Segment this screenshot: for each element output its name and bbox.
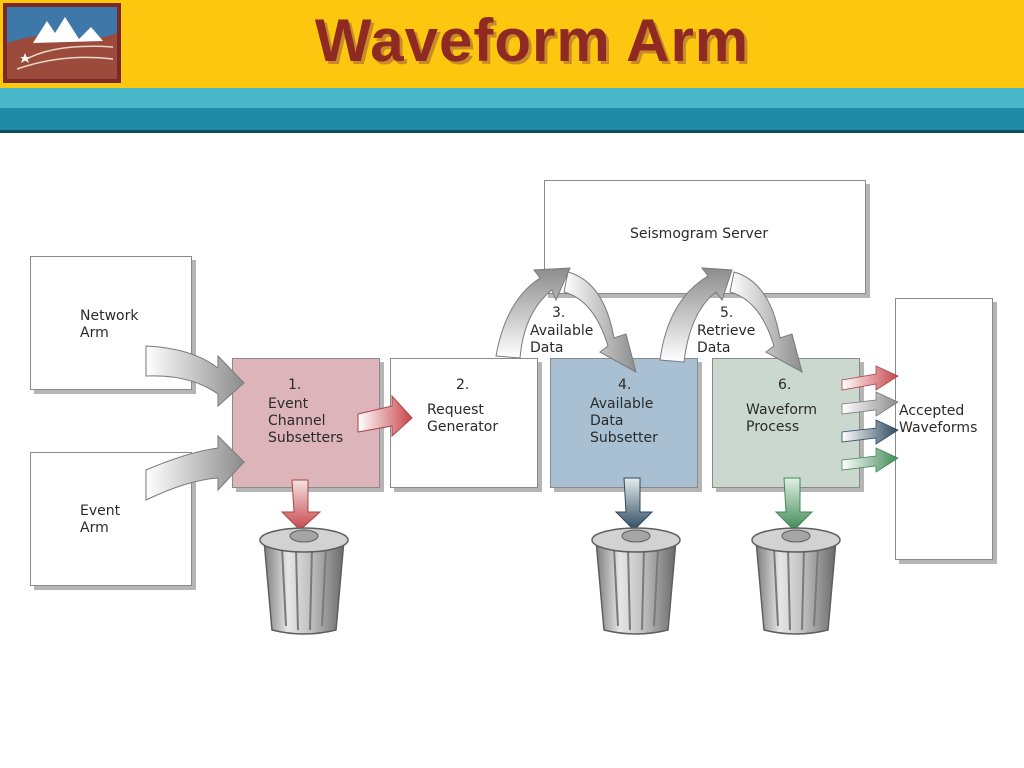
step1-label: Event Channel Subsetters: [268, 396, 344, 446]
step6-number: 6.: [778, 377, 792, 393]
trash-can-icon: [751, 527, 841, 635]
trash-can-icon: [591, 527, 681, 635]
step3-number: 3.: [552, 305, 566, 321]
event-arm-arrow: [145, 434, 245, 501]
header-band-line: [0, 130, 1024, 133]
discard-arrow-green: [774, 477, 814, 531]
network-arm-arrow: [145, 345, 245, 408]
accepted-arrow-green: [841, 447, 899, 473]
step5-label: Retrieve Data: [697, 323, 756, 356]
step5-number: 5.: [720, 305, 734, 321]
step1-number: 1.: [288, 377, 302, 393]
header-band-dark: [0, 108, 1024, 130]
seismogram-server-label: Seismogram Server: [630, 226, 769, 242]
retrieve-data-request-arrow: [659, 267, 733, 363]
step2-label: Request Generator: [427, 402, 499, 435]
subsetter-to-generator-arrow: [357, 394, 413, 438]
step4-label: Available Data Subsetter: [590, 396, 658, 446]
step6-label: Waveform Process: [746, 402, 818, 435]
network-arm-label: Network Arm: [80, 308, 139, 341]
step3-label: Available Data: [530, 323, 594, 356]
available-data-return-arrow: [563, 271, 637, 374]
discard-arrow-red: [280, 479, 322, 531]
accepted-arrow-red: [841, 365, 899, 391]
seismogram-server-box: [544, 180, 866, 294]
slide-header: [0, 0, 1024, 88]
step2-number: 2.: [456, 377, 470, 393]
accepted-arrow-gray: [841, 391, 899, 417]
mountain-logo-icon: [3, 3, 121, 83]
event-arm-label: Event Arm: [80, 503, 121, 536]
accepted-waveforms-box: [895, 298, 993, 560]
available-data-subsetter-box: [550, 358, 698, 488]
accepted-arrow-navy: [841, 419, 899, 445]
trash-can-icon: [259, 527, 349, 635]
step4-number: 4.: [618, 377, 632, 393]
header-band-light: [0, 88, 1024, 108]
discard-arrow-navy: [614, 477, 654, 531]
accepted-waveforms-label: Accepted Waveforms: [899, 403, 978, 436]
request-generator-box: [390, 358, 538, 488]
retrieve-data-return-arrow: [729, 271, 803, 374]
available-data-request-arrow: [495, 267, 571, 359]
slide-title: Waveform Arm: [314, 7, 750, 74]
